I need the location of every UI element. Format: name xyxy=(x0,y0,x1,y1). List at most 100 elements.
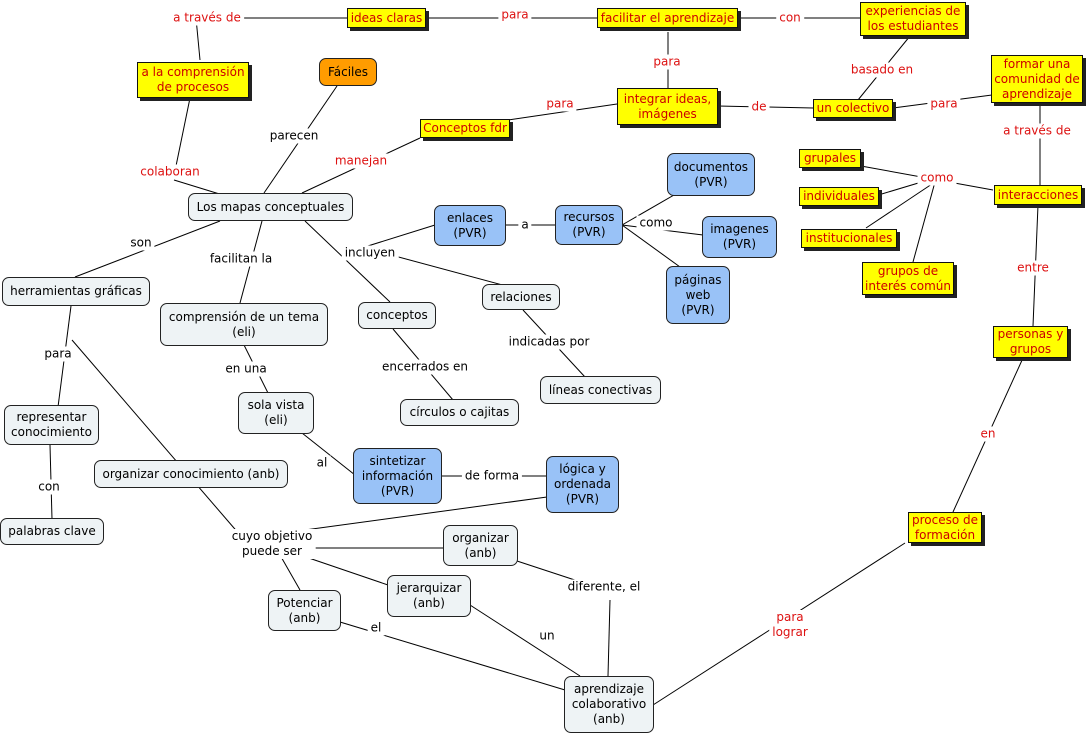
link-label-para-right: para xyxy=(927,96,961,112)
node-lineas-conectivas[interactable]: líneas conectivas xyxy=(540,376,661,404)
node-comprension-tema[interactable]: comprensión de un tema (eli) xyxy=(160,303,328,346)
node-conceptos[interactable]: conceptos xyxy=(358,302,436,329)
node-text: imagenes (PVR) xyxy=(710,222,769,251)
link-label-a-traves-right: a través de xyxy=(1000,123,1074,139)
node-text: individuales xyxy=(803,189,875,203)
link-label-para-lograr: para lograr xyxy=(769,610,811,640)
link-label-en: en xyxy=(977,426,999,442)
node-jerarquizar[interactable]: jerarquizar (anb) xyxy=(387,575,471,617)
node-text: recursos (PVR) xyxy=(563,210,615,239)
node-text: comprensión de un tema (eli) xyxy=(168,309,320,339)
node-text: organizar (anb) xyxy=(452,530,509,560)
node-faciles[interactable]: Fáciles xyxy=(319,58,377,86)
node-paginas-web[interactable]: páginas web (PVR) xyxy=(666,266,730,324)
link-label-un: un xyxy=(536,628,558,644)
node-sola-vista[interactable]: sola vista (eli) xyxy=(238,392,314,434)
node-text: institucionales xyxy=(805,231,893,245)
node-text: formar una comunidad de aprendizaje xyxy=(994,56,1080,101)
node-text: enlaces (PVR) xyxy=(447,210,493,240)
node-representar-conocimiento[interactable]: representar conocimiento xyxy=(4,405,99,445)
link-label-entre: entre xyxy=(1014,260,1052,276)
node-text: sintetizar información (PVR) xyxy=(361,453,434,498)
node-aprendizaje-colaborativo[interactable]: aprendizaje colaborativo (anb) xyxy=(564,676,654,733)
node-imagenes[interactable]: imagenes (PVR) xyxy=(702,216,777,258)
node-ideas-claras[interactable]: ideas claras xyxy=(347,8,426,28)
link-label-como-right: como xyxy=(917,170,957,186)
node-mapas-conceptuales[interactable]: Los mapas conceptuales xyxy=(188,193,353,221)
node-relaciones[interactable]: relaciones xyxy=(482,284,560,310)
node-comunidad-aprendizaje[interactable]: formar una comunidad de aprendizaje xyxy=(991,55,1083,103)
node-text: experiencias de los estudiantes xyxy=(865,4,961,33)
link-label-en-una: en una xyxy=(222,361,270,377)
node-text: grupales xyxy=(803,151,857,165)
node-text: lógica y ordenada (PVR) xyxy=(554,462,611,506)
link-label-para: para xyxy=(41,346,75,362)
node-text: sola vista (eli) xyxy=(247,398,305,427)
node-herramientas-graficas[interactable]: herramientas gráficas xyxy=(2,277,150,306)
node-text: líneas conectivas xyxy=(548,382,653,397)
node-interacciones[interactable]: interacciones xyxy=(994,185,1082,205)
link-label-basado-en: basado en xyxy=(847,62,917,78)
node-palabras-clave[interactable]: palabras clave xyxy=(0,518,104,545)
link-label-al: al xyxy=(313,455,331,471)
node-text: palabras clave xyxy=(8,524,96,538)
node-potenciar[interactable]: Potenciar (anb) xyxy=(268,590,341,631)
link-label-colaboran: colaboran xyxy=(137,164,203,180)
node-organizar-conocimiento[interactable]: organizar conocimiento (anb) xyxy=(94,460,288,488)
link-label-parecen: parecen xyxy=(266,128,322,144)
node-recursos[interactable]: recursos (PVR) xyxy=(555,205,623,245)
node-text: un colectivo xyxy=(816,101,890,115)
link-label-de: de xyxy=(748,99,770,115)
node-circulos-cajitas[interactable]: círculos o cajitas xyxy=(400,399,519,426)
node-experiencias-estudiantes[interactable]: experiencias de los estudiantes xyxy=(860,2,966,36)
node-individuales[interactable]: individuales xyxy=(799,187,879,206)
node-text: herramientas gráficas xyxy=(10,284,142,298)
link-label-cuyo-objetivo: cuyo objetivo puede ser xyxy=(228,529,316,559)
link-label-de-forma: de forma xyxy=(461,468,523,484)
node-un-colectivo[interactable]: un colectivo xyxy=(813,99,893,118)
node-personas-grupos[interactable]: personas y grupos xyxy=(993,326,1068,358)
link-label-para-top: para xyxy=(498,7,532,23)
node-sintetizar-informacion[interactable]: sintetizar información (PVR) xyxy=(353,448,442,504)
node-text: relaciones xyxy=(490,289,552,304)
node-text: páginas web (PVR) xyxy=(674,272,722,317)
node-text: organizar conocimiento (anb) xyxy=(102,466,280,481)
link-label-a-traves-top: a través de xyxy=(170,10,244,26)
node-facilitar-aprendizaje[interactable]: facilitar el aprendizaje xyxy=(597,8,738,28)
node-integrar-ideas[interactable]: integrar ideas, imágenes xyxy=(617,88,718,125)
node-text: Conceptos fdr xyxy=(423,121,507,135)
link-label-con: con xyxy=(35,479,63,495)
node-text: interacciones xyxy=(997,187,1079,202)
node-text: proceso de formación xyxy=(911,512,979,542)
link-label-son: son xyxy=(127,235,155,251)
node-text: ideas claras xyxy=(350,10,423,25)
node-proceso-formacion[interactable]: proceso de formación xyxy=(908,512,982,543)
link-label-indicadas: indicadas por xyxy=(505,334,593,350)
link-label-con-top: con xyxy=(776,10,804,26)
node-text: representar conocimiento xyxy=(11,410,92,439)
link-label-diferente: diferente, el xyxy=(564,579,644,595)
node-text: integrar ideas, imágenes xyxy=(623,91,712,121)
node-organizar-anb[interactable]: organizar (anb) xyxy=(443,525,518,566)
node-grupales[interactable]: grupales xyxy=(799,149,861,168)
node-conceptos-fdr[interactable]: Conceptos fdr xyxy=(420,119,510,138)
node-text: Potenciar (anb) xyxy=(276,595,333,625)
node-documentos[interactable]: documentos (PVR) xyxy=(667,153,755,196)
node-text: personas y grupos xyxy=(997,327,1064,356)
node-text: conceptos xyxy=(366,308,428,322)
node-logica-ordenada[interactable]: lógica y ordenada (PVR) xyxy=(546,456,619,513)
node-text: jerarquizar (anb) xyxy=(396,581,462,610)
link-label-para-mid: para xyxy=(650,54,684,70)
node-comprension-procesos[interactable]: a la comprensión de procesos xyxy=(137,62,249,98)
link-label-facilitan: facilitan la xyxy=(206,251,276,267)
node-enlaces[interactable]: enlaces (PVR) xyxy=(434,205,506,246)
node-grupos-interes[interactable]: grupos de interés común xyxy=(862,262,954,295)
node-text: Fáciles xyxy=(327,64,369,79)
node-text: facilitar el aprendizaje xyxy=(600,10,735,25)
node-text: aprendizaje colaborativo (anb) xyxy=(571,682,647,726)
link-label-manejan: manejan xyxy=(331,153,391,169)
node-institucionales[interactable]: institucionales xyxy=(801,229,897,248)
link-label-encerrados: encerrados en xyxy=(379,359,471,375)
link-label-el: el xyxy=(367,620,385,636)
